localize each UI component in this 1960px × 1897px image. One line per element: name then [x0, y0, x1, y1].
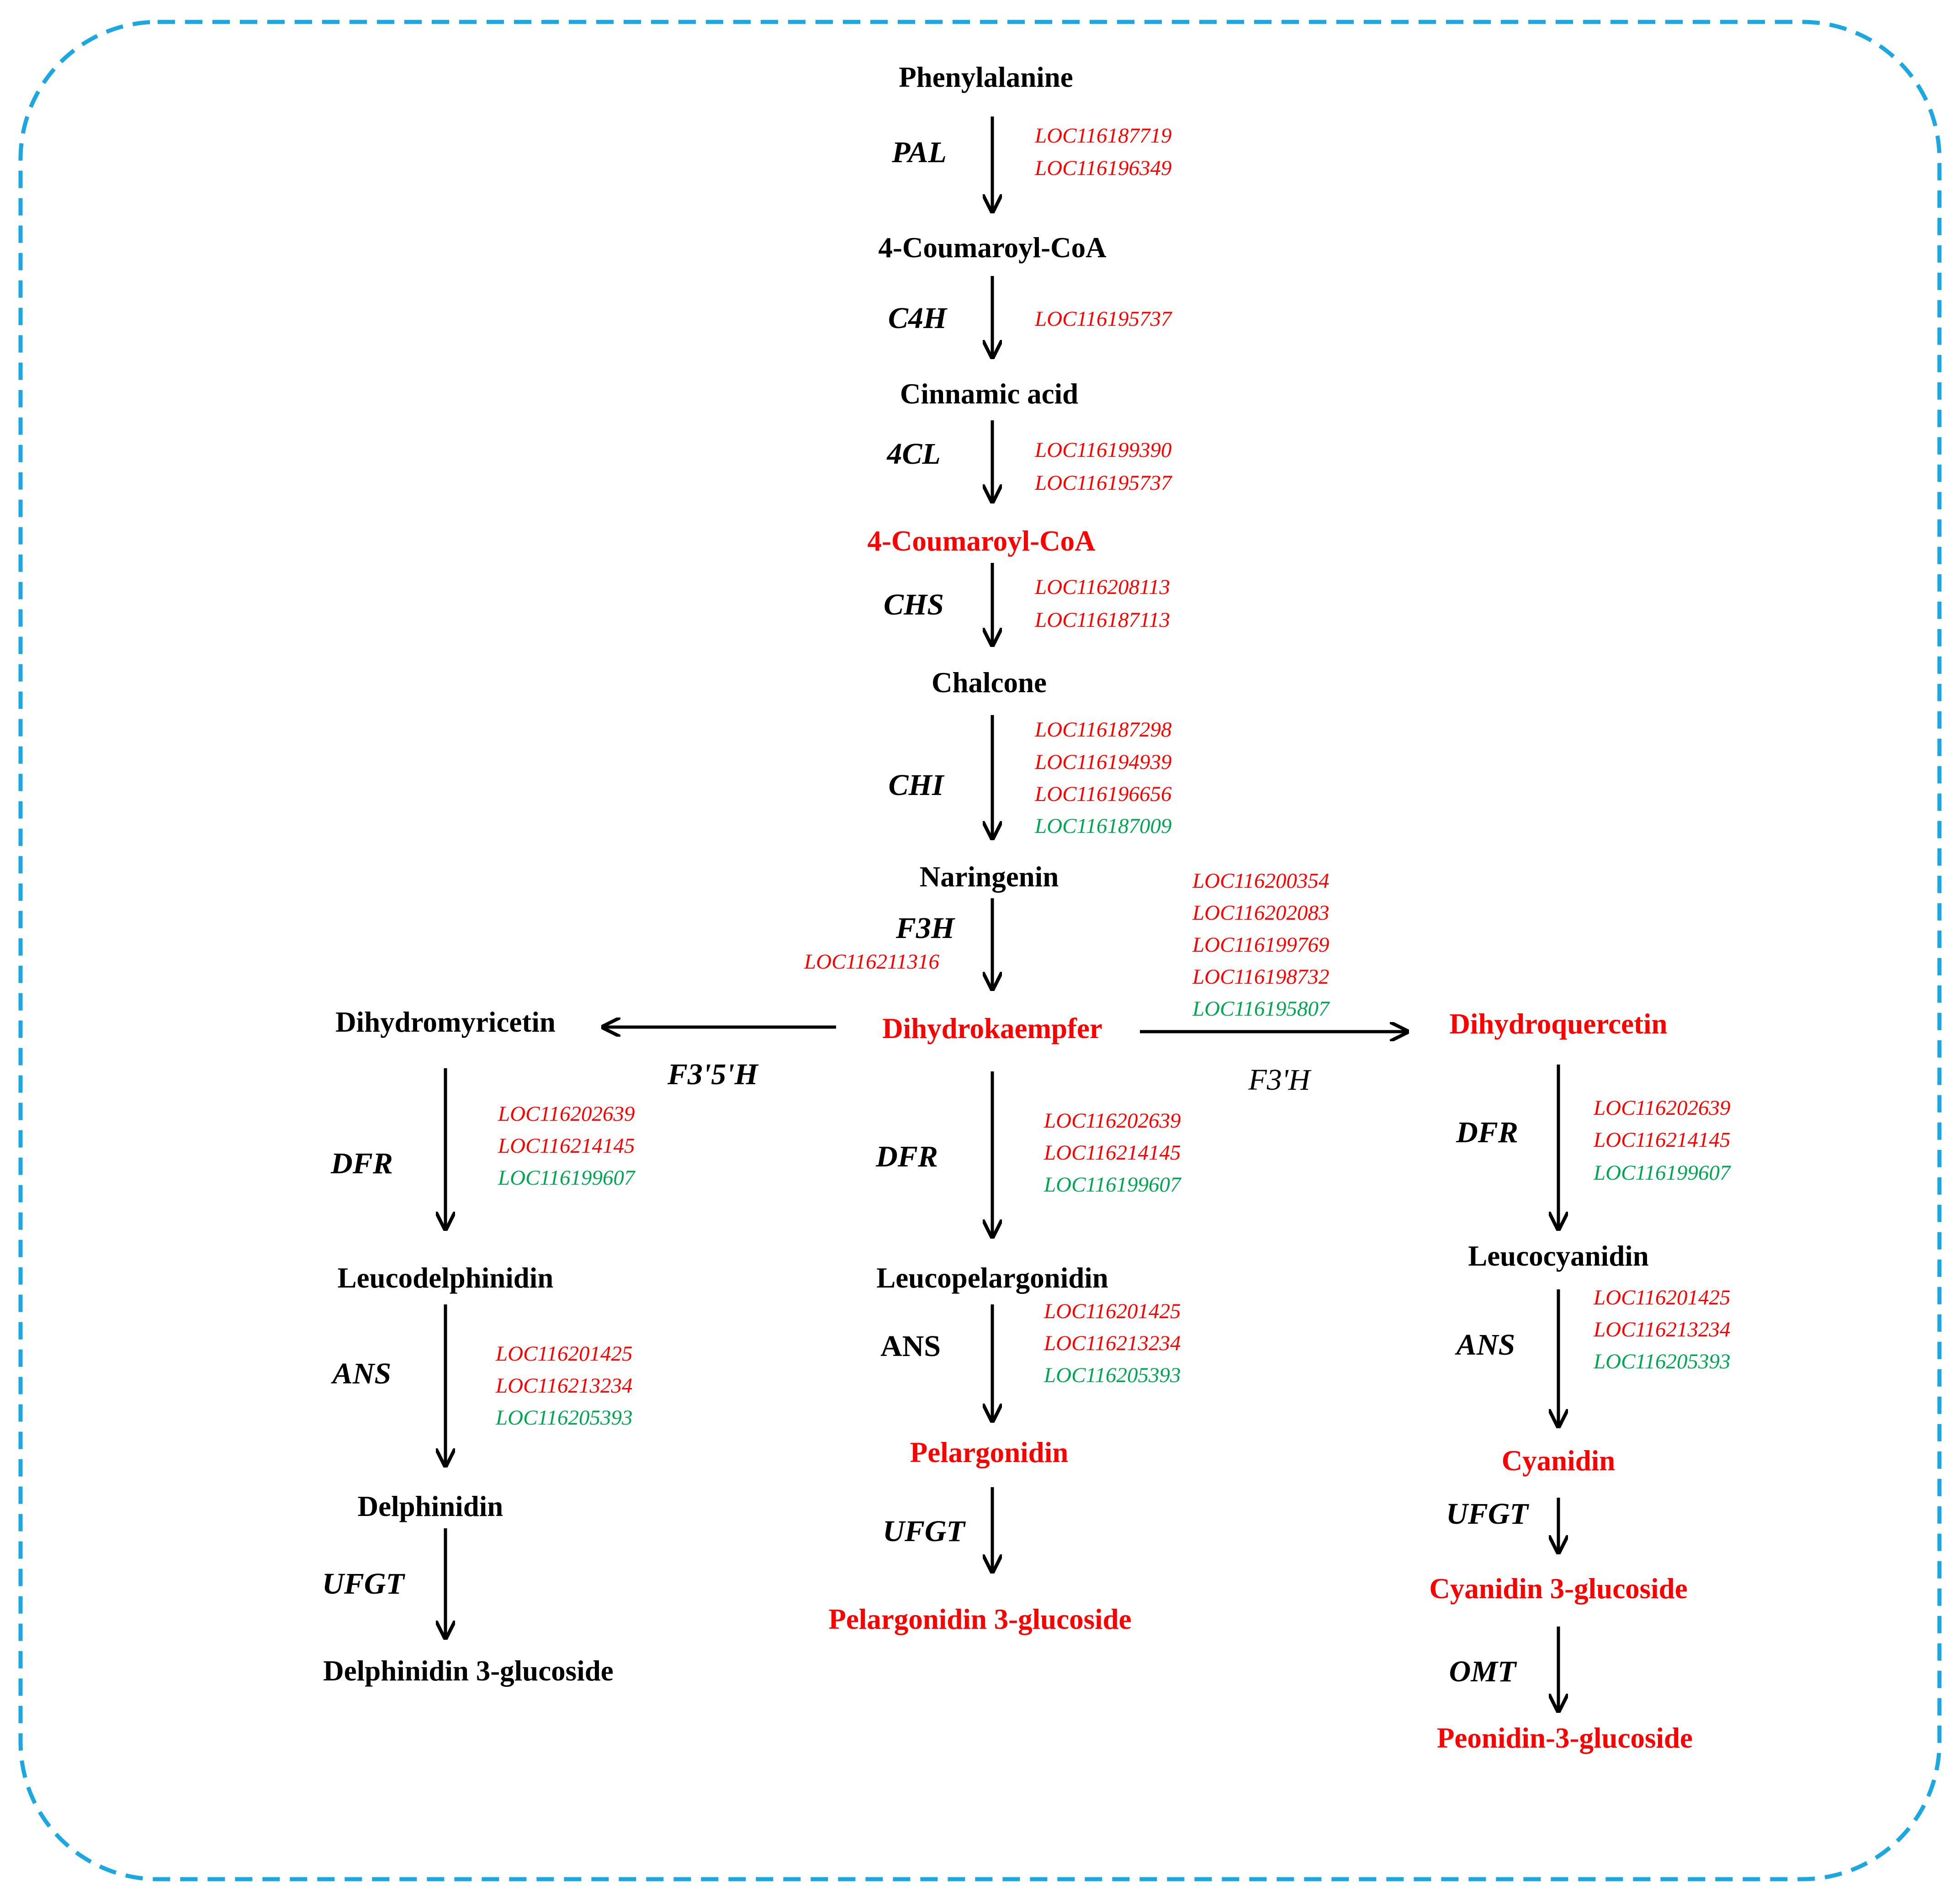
metabolite-cyanidin: Cyanidin	[1502, 1445, 1616, 1477]
gene-chi-1: LOC116187298	[1034, 718, 1171, 742]
enzyme-ans-mid: ANS	[880, 1330, 941, 1363]
metabolite-naringenin: Naringenin	[920, 861, 1059, 893]
metabolite-phenylalanine: Phenylalanine	[899, 61, 1073, 93]
gene-chi-3: LOC116196656	[1034, 782, 1172, 806]
gene-dfr-mid-2: LOC116214145	[1044, 1141, 1181, 1165]
gene-c4h-1: LOC116195737	[1034, 307, 1173, 331]
gene-ans-mid-2: LOC116213234	[1044, 1331, 1181, 1355]
gene-dfr-mid-1: LOC116202639	[1044, 1109, 1181, 1133]
gene-f3ph-5: LOC116195807	[1192, 997, 1330, 1021]
enzyme-ans-right: ANS	[1455, 1328, 1515, 1362]
gene-ans-mid-3: LOC116205393	[1044, 1363, 1181, 1387]
gene-4cl-1: LOC116199390	[1034, 438, 1171, 462]
metabolite-peonidin-3-glucoside: Peonidin-3-glucoside	[1437, 1722, 1693, 1754]
enzyme-4cl: 4CL	[886, 437, 940, 471]
metabolite-cinnamic-acid: Cinnamic acid	[900, 378, 1078, 410]
metabolite-leucopelargonidin: Leucopelargonidin	[876, 1262, 1108, 1294]
gene-pal-1: LOC116187719	[1034, 124, 1171, 148]
enzyme-ufgt-right: UFGT	[1446, 1497, 1529, 1531]
metabolite-pelargonidin: Pelargonidin	[910, 1436, 1069, 1468]
enzyme-omt: OMT	[1449, 1655, 1517, 1688]
enzyme-ufgt-mid: UFGT	[883, 1515, 966, 1548]
enzyme-c4h: C4H	[888, 302, 948, 335]
dashed-frame	[18, 20, 1942, 1881]
gene-f3ph-2: LOC116202083	[1192, 901, 1329, 925]
enzyme-chi: CHI	[888, 768, 944, 802]
gene-f3ph-1: LOC116200354	[1192, 869, 1329, 893]
metabolite-4-coumaroyl-coa-1: 4-Coumaroyl-CoA	[878, 232, 1107, 264]
enzyme-f35h: F3'5'H	[667, 1058, 759, 1091]
gene-ans-right-3: LOC116205393	[1593, 1350, 1730, 1373]
gene-dfr-left-3: LOC116199607	[498, 1166, 636, 1190]
gene-dfr-left-2: LOC116214145	[498, 1134, 635, 1158]
metabolite-delphinidin-3-glucoside: Delphinidin 3-glucoside	[323, 1655, 613, 1687]
enzyme-ufgt-left: UFGT	[322, 1567, 405, 1600]
gene-dfr-right-2: LOC116214145	[1593, 1128, 1730, 1152]
metabolite-dihydroquercetin: Dihydroquercetin	[1449, 1008, 1667, 1040]
gene-dfr-right-1: LOC116202639	[1593, 1096, 1730, 1120]
gene-ans-right-2: LOC116213234	[1593, 1318, 1730, 1341]
gene-chi-2: LOC116194939	[1034, 750, 1171, 774]
gene-chi-4: LOC116187009	[1034, 814, 1171, 838]
metabolite-chalcone: Chalcone	[932, 667, 1047, 699]
enzyme-f3ph: F3'H	[1248, 1063, 1311, 1097]
metabolite-dihydrokaempfer: Dihydrokaempfer	[882, 1012, 1102, 1044]
gene-f3ph-4: LOC116198732	[1192, 965, 1329, 989]
gene-dfr-mid-3: LOC116199607	[1044, 1173, 1182, 1197]
gene-f3ph-3: LOC116199769	[1192, 933, 1329, 957]
gene-f3h-1: LOC116211316	[804, 950, 939, 974]
enzyme-dfr-right: DFR	[1456, 1116, 1518, 1149]
metabolite-pelargonidin-3-glucoside: Pelargonidin 3-glucoside	[828, 1603, 1131, 1635]
gene-ans-left-1: LOC116201425	[495, 1342, 632, 1366]
enzyme-dfr-mid: DFR	[875, 1140, 938, 1173]
metabolite-leucodelphinidin: Leucodelphinidin	[338, 1262, 554, 1294]
metabolite-cyanidin-3-glucoside: Cyanidin 3-glucoside	[1429, 1573, 1687, 1605]
gene-chs-2: LOC116187113	[1034, 608, 1170, 632]
enzyme-chs: CHS	[884, 588, 944, 621]
metabolite-4-coumaroyl-coa-2: 4-Coumaroyl-CoA	[867, 525, 1096, 557]
gene-ans-right-1: LOC116201425	[1593, 1286, 1730, 1309]
gene-dfr-left-1: LOC116202639	[498, 1102, 635, 1126]
metabolite-dihydromyricetin: Dihydromyricetin	[335, 1006, 556, 1038]
gene-dfr-right-3: LOC116199607	[1593, 1161, 1732, 1185]
gene-ans-left-2: LOC116213234	[495, 1374, 632, 1398]
enzyme-pal: PAL	[891, 136, 947, 169]
metabolite-leucocyanidin: Leucocyanidin	[1468, 1240, 1649, 1272]
enzyme-ans-left: ANS	[331, 1357, 391, 1390]
enzyme-f3h: F3H	[895, 911, 956, 945]
enzyme-dfr-left: DFR	[330, 1147, 393, 1180]
gene-ans-mid-1: LOC116201425	[1044, 1299, 1181, 1323]
gene-4cl-2: LOC116195737	[1034, 471, 1173, 495]
gene-pal-2: LOC116196349	[1034, 156, 1171, 180]
metabolite-delphinidin: Delphinidin	[358, 1490, 503, 1522]
gene-ans-left-3: LOC116205393	[495, 1406, 632, 1430]
gene-chs-1: LOC116208113	[1034, 575, 1170, 599]
